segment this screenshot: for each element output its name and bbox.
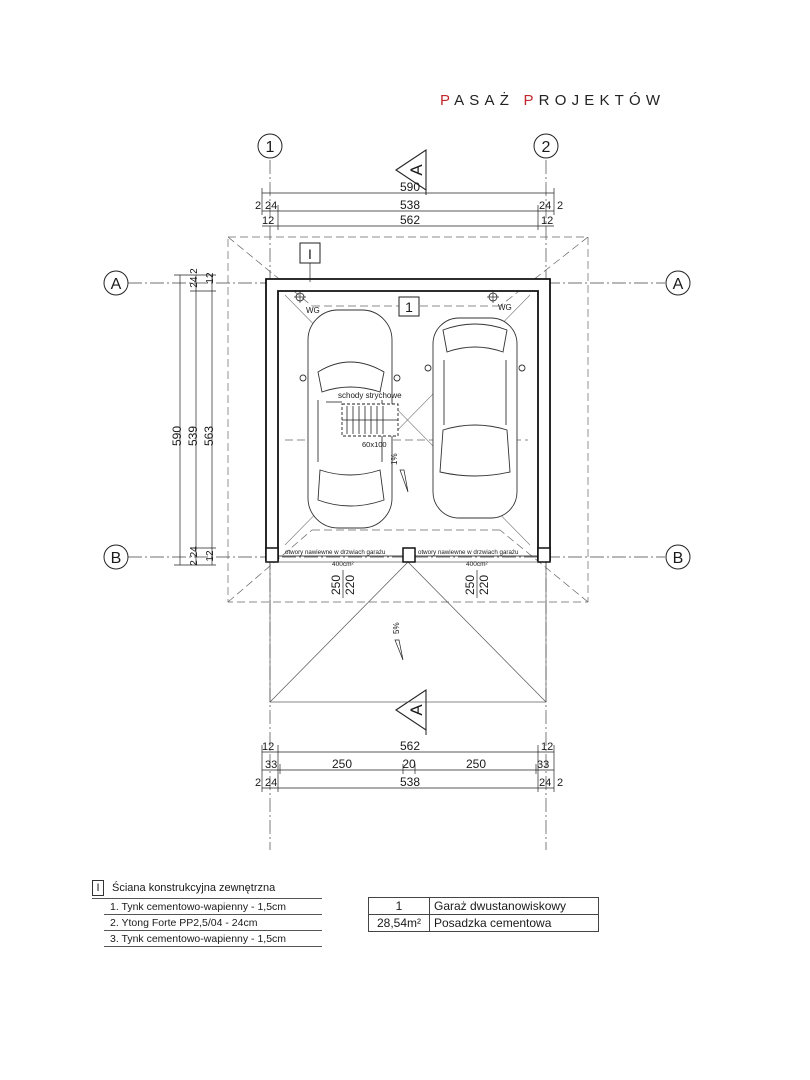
dim-left-539: 539 <box>186 426 200 446</box>
dim-bottom-20: 20 <box>402 757 416 771</box>
opening-area-right: 400cm² <box>466 561 489 568</box>
room-area: 28,54m² <box>368 914 430 932</box>
svg-text:B: B <box>673 550 684 567</box>
axis-bubble-a-right: A <box>665 270 691 296</box>
room-tag: 1 <box>398 296 420 317</box>
svg-text:WG: WG <box>306 306 320 315</box>
dim-left-590: 590 <box>170 426 184 446</box>
wg-vent-right: WG <box>487 291 512 312</box>
dim-top-12-left: 12 <box>262 215 274 227</box>
dim-bottom-250-left: 250 <box>332 757 352 771</box>
legend-header: I Ściana konstrukcyjna zewnętrzna <box>92 880 322 899</box>
dim-bottom-2-right: 2 <box>557 777 563 789</box>
dim-bottom-33-left: 33 <box>265 759 277 771</box>
svg-text:5%: 5% <box>392 622 401 634</box>
driveway-outline <box>269 561 547 703</box>
dim-bottom-562: 562 <box>400 739 420 753</box>
dim-top-2-right: 2 <box>557 200 563 212</box>
dim-bottom-538: 538 <box>400 775 420 789</box>
svg-text:I: I <box>308 246 312 262</box>
svg-text:B: B <box>111 550 122 567</box>
axis-bubble-1: 1 <box>257 133 283 159</box>
opening-label-left: otwory nawiewne w drzwiach garażu <box>285 549 386 556</box>
svg-text:A: A <box>111 276 122 293</box>
garage-walls <box>265 278 551 563</box>
dim-bottom-33-right: 33 <box>537 759 549 771</box>
svg-text:1: 1 <box>266 139 275 156</box>
room-number: 1 <box>368 897 430 915</box>
dim-left-563: 563 <box>202 426 216 446</box>
table-row: 1 Garaż dwustanowiskowy <box>368 897 599 915</box>
legend-tag: I <box>92 880 104 896</box>
table-row: 28,54m² Posadzka cementowa <box>368 914 599 932</box>
brand-word-1: ASAŻ <box>454 92 524 109</box>
dim-bottom-12-left: 12 <box>262 741 274 753</box>
slope-inside: 1% <box>390 453 409 493</box>
dim-bottom-2: 2 <box>255 777 261 789</box>
dim-bottom-24-right: 24 <box>539 777 551 789</box>
room-schedule-table: 1 Garaż dwustanowiskowy 28,54m² Posadzka… <box>368 897 599 932</box>
bottom-dimension-lines <box>261 745 555 792</box>
section-marker-bottom: A <box>395 688 427 735</box>
svg-text:1%: 1% <box>390 453 399 465</box>
grid-axis-lines <box>128 160 665 850</box>
dim-top-562: 562 <box>400 213 420 227</box>
stairs-label: schody strychowe <box>338 391 402 400</box>
brand-word-2: ROJEKTÓW <box>538 92 666 109</box>
dim-top-24: 24 <box>265 200 277 212</box>
axis-bubble-a-left: A <box>103 270 129 296</box>
room-name: Garaż dwustanowiskowy <box>429 897 599 915</box>
svg-text:1: 1 <box>405 299 413 315</box>
legend-layer: 1. Tynk cementowo-wapienny - 1,5cm <box>104 899 322 915</box>
door-left-height: 220 <box>343 575 357 595</box>
door-right-width: 250 <box>463 575 477 595</box>
top-dimension-lines <box>261 188 555 230</box>
dim-top-24-right: 24 <box>539 200 551 212</box>
brand-initial-1: P <box>440 92 455 109</box>
legend-layer: 3. Tynk cementowo-wapienny - 1,5cm <box>104 931 322 947</box>
section-marker-top: A <box>395 148 427 195</box>
door-left-width: 250 <box>329 575 343 595</box>
door-right-height: 220 <box>477 575 491 595</box>
axis-bubble-b-right: B <box>665 544 691 570</box>
svg-text:A: A <box>407 704 426 716</box>
dim-top-590: 590 <box>400 180 420 194</box>
legend-layer: 2. Ytong Forte PP2,5/04 - 24cm <box>104 915 322 931</box>
car-right <box>424 317 526 519</box>
stairs-size-label: 60x100 <box>362 440 387 449</box>
svg-text:A: A <box>673 276 684 293</box>
dim-left-bot-12: 12 <box>205 550 216 562</box>
axis-bubble-2: 2 <box>533 133 559 159</box>
brand-initial-2: P <box>523 92 539 109</box>
dim-bottom-12-right: 12 <box>541 741 553 753</box>
dim-left-top-24-2: 24 2 <box>189 268 200 288</box>
opening-area-left: 400cm² <box>332 561 355 568</box>
wall-tag: I <box>299 242 321 282</box>
attic-stairs <box>326 401 399 437</box>
wall-legend: I Ściana konstrukcyjna zewnętrzna 1. Tyn… <box>92 880 322 947</box>
dim-bottom-24: 24 <box>265 777 277 789</box>
left-dimension-lines <box>174 274 216 566</box>
dim-bottom-250-right: 250 <box>466 757 486 771</box>
wg-vent-left: WG <box>294 291 320 315</box>
brand-logo: PASAŻ PROJEKTÓW <box>440 92 665 109</box>
slope-outside: 5% <box>392 622 404 661</box>
svg-text:2: 2 <box>542 139 551 156</box>
dim-top-538: 538 <box>400 198 420 212</box>
dim-left-top-12: 12 <box>205 272 216 284</box>
dim-top-12-right: 12 <box>541 215 553 227</box>
svg-text:A: A <box>407 164 426 176</box>
opening-label-right: otwory nawiewne w drzwiach garażu <box>418 549 519 556</box>
axis-bubble-b-left: B <box>103 544 129 570</box>
room-floor: Posadzka cementowa <box>429 914 599 932</box>
svg-text:WG: WG <box>498 303 512 312</box>
dim-left-bot-2-24: 2 24 <box>189 546 200 566</box>
dim-top-2: 2 <box>255 200 261 212</box>
legend-title: Ściana konstrukcyjna zewnętrzna <box>112 882 276 894</box>
